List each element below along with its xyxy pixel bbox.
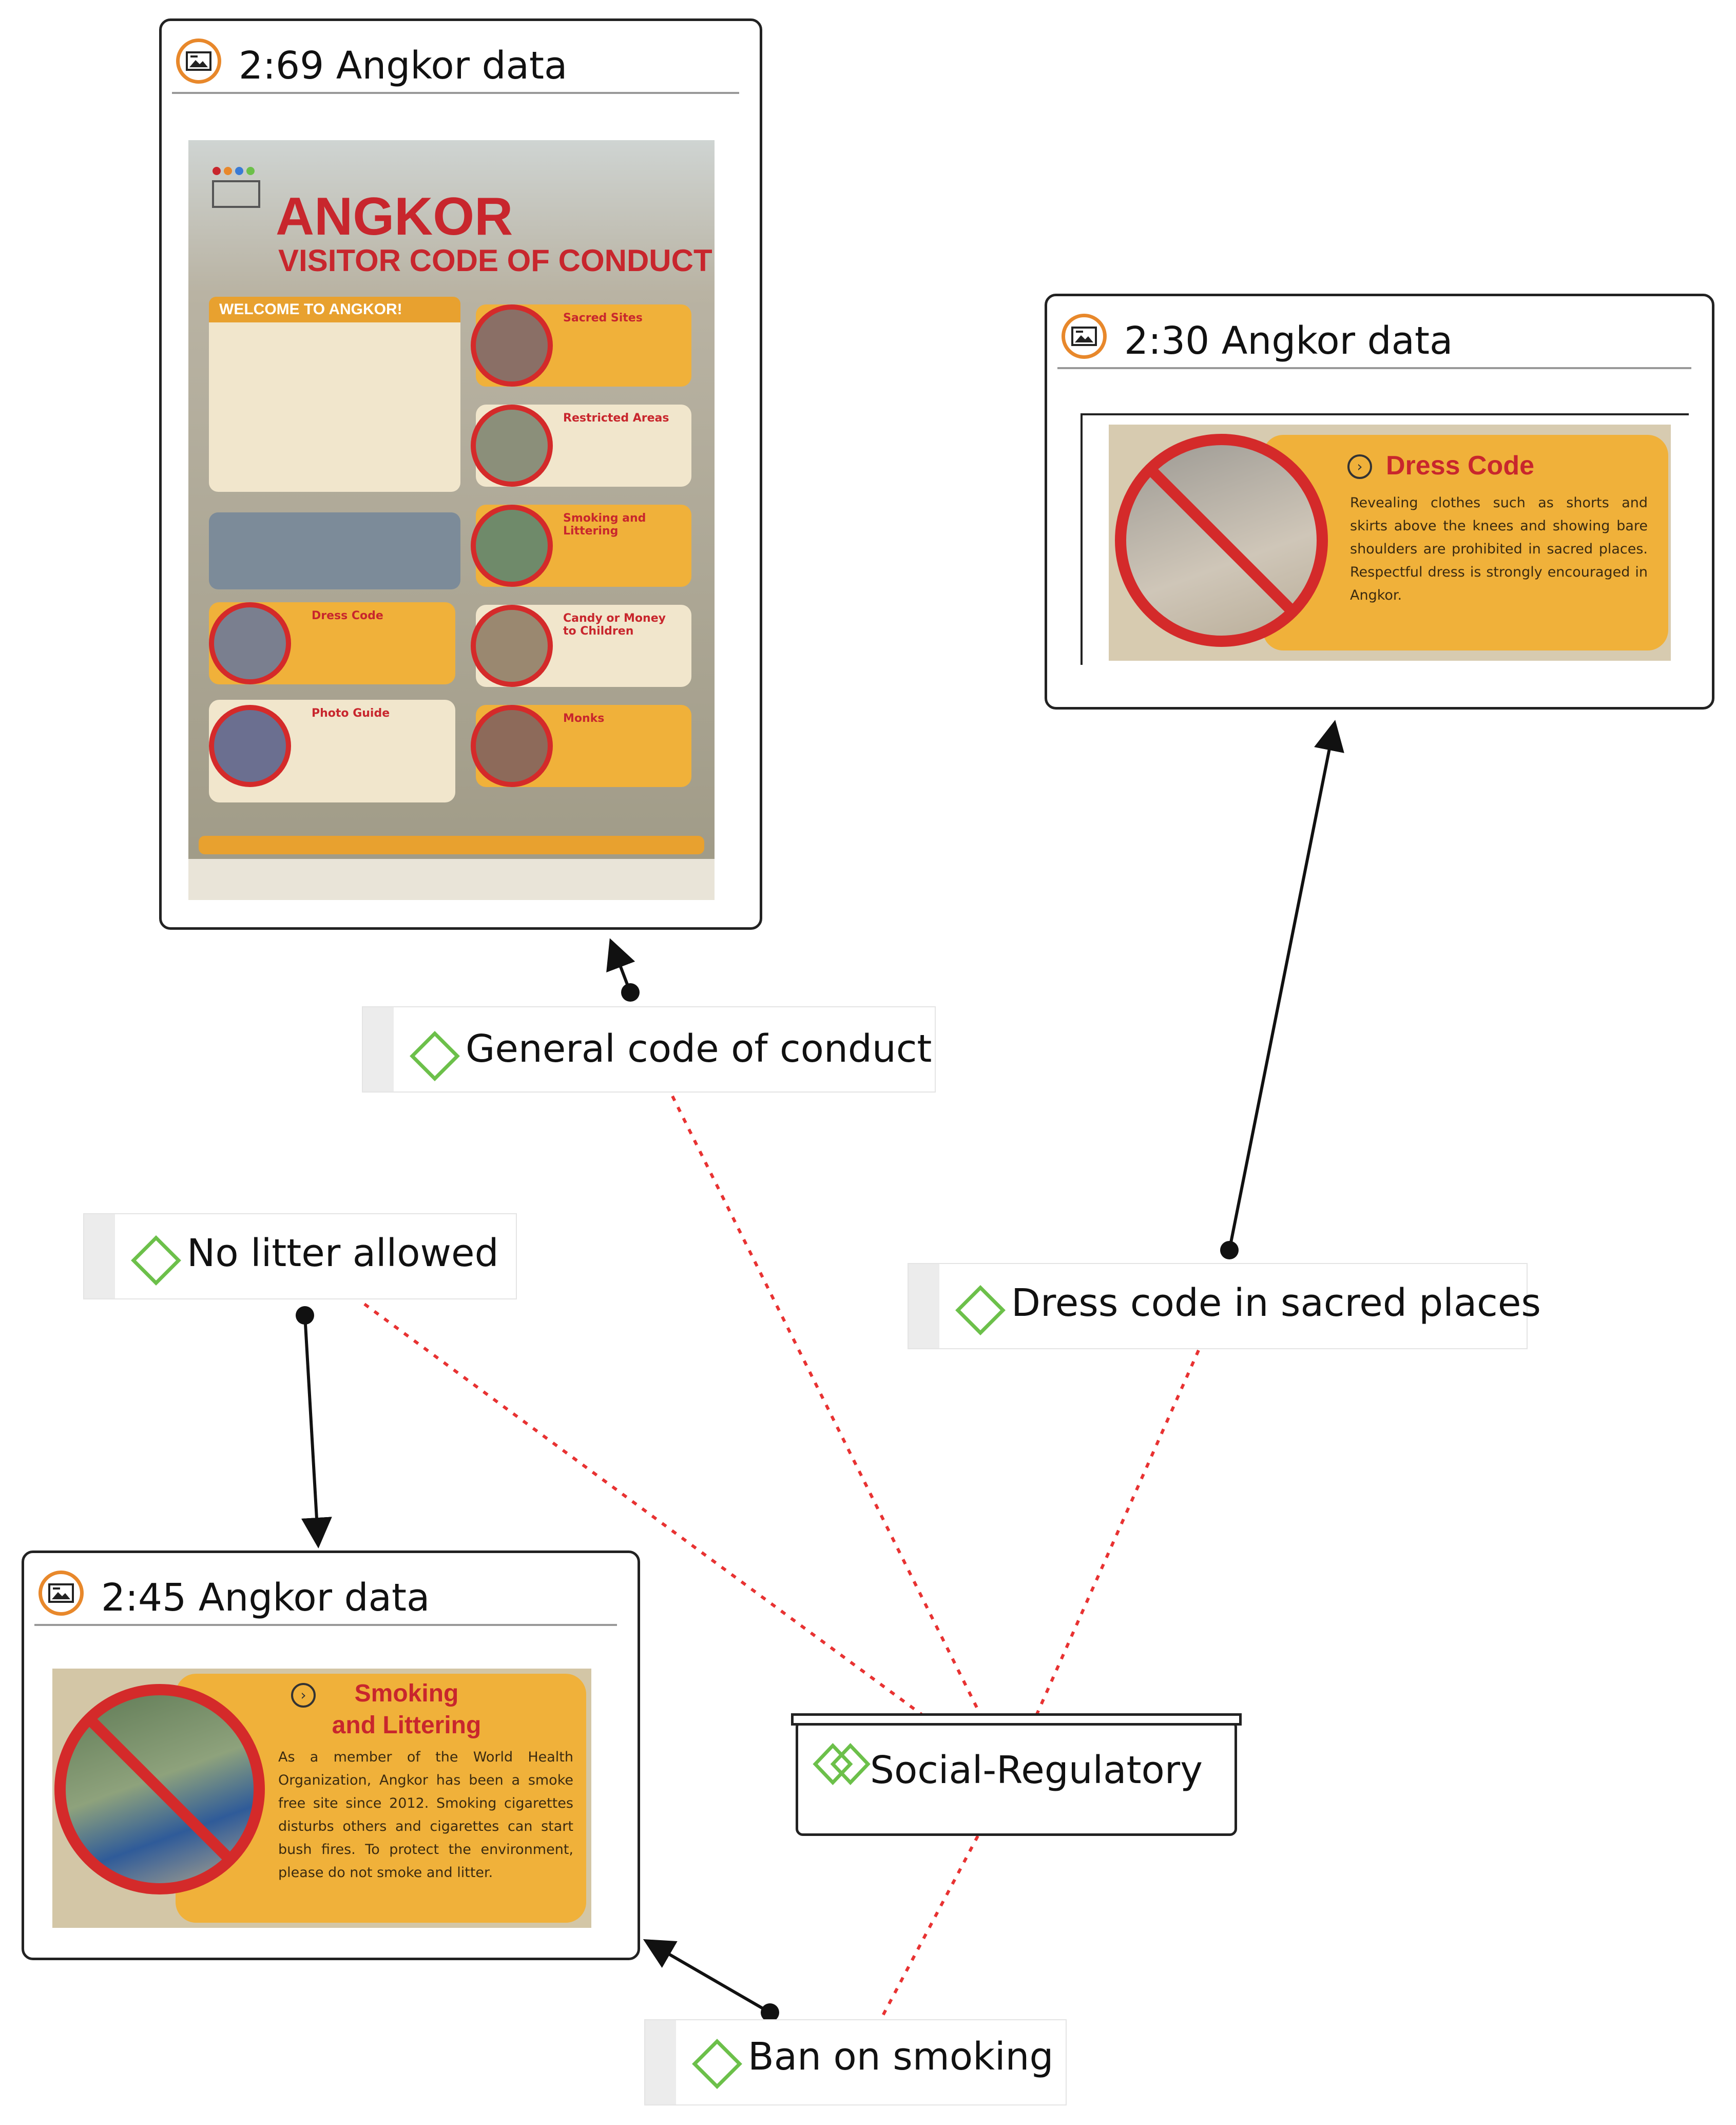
code-label: General code of conduct bbox=[466, 1027, 932, 1071]
code-label: Ban on smoking bbox=[748, 2035, 1054, 2079]
document-header: 2:30 Angkor data bbox=[1057, 311, 1691, 369]
code-node-dress[interactable]: Dress code in sacred places bbox=[908, 1263, 1541, 1349]
prohibition-icon bbox=[209, 602, 291, 684]
code-label: No litter allowed bbox=[187, 1231, 499, 1275]
document-title: 2:69 Angkor data bbox=[239, 44, 568, 88]
prohibition-icon bbox=[471, 304, 553, 387]
group-label: Social-Regulatory bbox=[870, 1748, 1203, 1792]
image-document-icon bbox=[38, 1571, 84, 1616]
link-dress-dot bbox=[1220, 1241, 1239, 1259]
document-node-2-30[interactable]: 2:30 Angkor data › Dress Code Revealing … bbox=[1045, 294, 1714, 710]
prohibition-icon bbox=[471, 605, 553, 687]
orange-panel bbox=[1263, 435, 1668, 650]
code-diamond-icon bbox=[692, 2039, 742, 2089]
link-litter-to-doc[interactable] bbox=[301, 1315, 332, 1548]
code-diamond-icon bbox=[410, 1031, 460, 1081]
code-diamond-icon bbox=[131, 1235, 181, 1286]
poster-footer bbox=[188, 859, 715, 900]
poster-welcome-panel: WELCOME TO ANGKOR! bbox=[209, 297, 460, 492]
dress-code-panel-image: › Dress Code Revealing clothes such as s… bbox=[1109, 425, 1671, 661]
poster-image: ANGKOR VISITOR CODE OF CONDUCT WELCOME T… bbox=[188, 140, 715, 900]
smoking-panel-image: › Smoking and Littering As a member of t… bbox=[52, 1669, 591, 1928]
link-litter-dot bbox=[296, 1306, 314, 1325]
poster-subtitle: VISITOR CODE OF CONDUCT bbox=[278, 243, 712, 278]
code-node-smoking[interactable]: Ban on smoking bbox=[644, 2019, 1067, 2105]
poster-welcome-heading: WELCOME TO ANGKOR! bbox=[209, 297, 460, 322]
poster-warning-bar bbox=[199, 836, 704, 854]
frame-line bbox=[1081, 413, 1083, 665]
association-line-smoking bbox=[879, 1835, 979, 2021]
image-document-icon bbox=[1062, 314, 1107, 359]
link-smoking-to-doc[interactable] bbox=[643, 1939, 771, 2014]
poster-title: ANGKOR bbox=[276, 187, 513, 246]
prohibition-icon bbox=[471, 405, 553, 487]
document-node-2-45[interactable]: 2:45 Angkor data › Smoking and Littering… bbox=[22, 1550, 640, 1960]
code-node-general[interactable]: General code of conduct bbox=[362, 1006, 936, 1093]
panel-body: As a member of the World Health Organiza… bbox=[278, 1749, 573, 1881]
panel-heading: Smoking and Littering bbox=[332, 1680, 481, 1739]
prohibition-icon bbox=[471, 505, 553, 587]
prohibition-icon bbox=[471, 705, 553, 787]
heading-arrow-icon: › bbox=[291, 1683, 316, 1708]
panel-heading: Dress Code bbox=[1386, 451, 1534, 481]
code-diamond-icon bbox=[955, 1285, 1006, 1335]
code-group-icon bbox=[813, 1743, 871, 1785]
link-dress-to-doc[interactable] bbox=[1228, 720, 1344, 1251]
frame-line bbox=[1081, 413, 1689, 415]
document-title: 2:30 Angkor data bbox=[1124, 319, 1453, 363]
prohibition-icon bbox=[209, 705, 291, 787]
code-node-litter[interactable]: No litter allowed bbox=[83, 1213, 517, 1299]
association-line-general bbox=[671, 1095, 985, 1721]
document-title: 2:45 Angkor data bbox=[101, 1576, 430, 1620]
link-general-dot bbox=[621, 983, 640, 1002]
panel-body: Revealing clothes such as shorts and ski… bbox=[1350, 495, 1648, 603]
image-document-icon bbox=[176, 39, 221, 84]
group-header-bar bbox=[791, 1713, 1242, 1726]
prohibition-icon bbox=[54, 1684, 265, 1894]
document-header: 2:45 Angkor data bbox=[34, 1567, 617, 1626]
heading-arrow-icon: › bbox=[1347, 454, 1372, 479]
link-smoking-dot bbox=[761, 2003, 779, 2022]
code-group-node[interactable]: Social-Regulatory bbox=[791, 1713, 1242, 1836]
poster-logo bbox=[209, 161, 265, 217]
prohibition-icon bbox=[1115, 434, 1328, 647]
document-node-2-69[interactable]: 2:69 Angkor data ANGKOR VISITOR CODE OF … bbox=[159, 18, 762, 930]
code-label: Dress code in sacred places bbox=[1011, 1281, 1541, 1325]
document-header: 2:69 Angkor data bbox=[172, 35, 739, 94]
poster-intro-panel bbox=[209, 512, 460, 589]
association-line-dress bbox=[1033, 1349, 1200, 1721]
